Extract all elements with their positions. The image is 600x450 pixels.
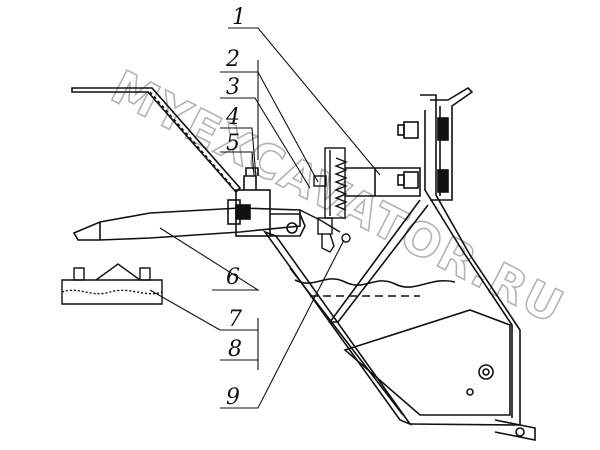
main-bracket [262,94,536,441]
leader-lines [149,27,381,409]
callout-4: 4 [225,105,240,130]
callout-2: 2 [225,47,240,72]
clamp-block [227,167,306,237]
callout-5: 5 [226,131,240,156]
callout-9: 9 [226,385,240,410]
flat-plate [72,207,301,241]
callout-6: 6 [226,265,240,290]
callout-3: 3 [226,75,240,100]
support-tube [345,167,421,197]
angle-bracket [397,86,474,201]
spring-assembly [299,147,351,253]
detail-view [61,263,163,305]
callout-1: 1 [232,5,246,30]
callout-8: 8 [228,337,242,362]
callout-7: 7 [228,307,242,332]
